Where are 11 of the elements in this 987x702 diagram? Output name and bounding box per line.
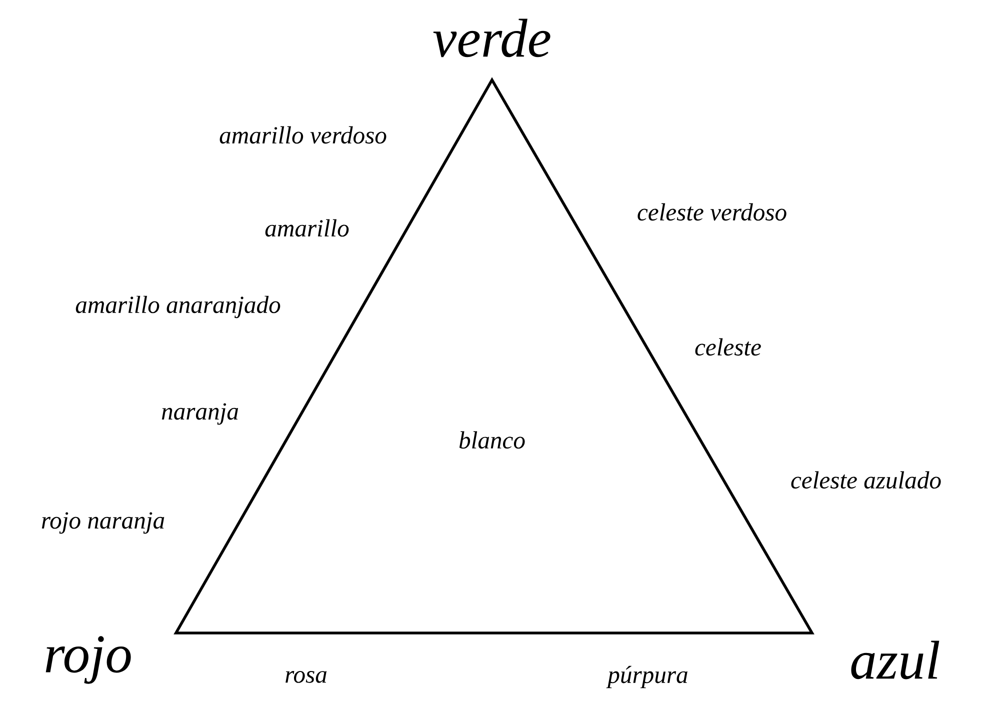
vertex-label: rojo — [46, 636, 131, 684]
side-label: celeste — [695, 338, 761, 356]
side-label: amarillo verdoso — [220, 126, 386, 144]
side-label: celeste verdoso — [638, 203, 786, 221]
vertex-label: azul — [851, 640, 940, 680]
side-label: púrpura — [606, 666, 688, 688]
side-label: amarillo anaranjado — [76, 296, 280, 318]
side-label: naranja — [162, 403, 238, 425]
side-label: celeste azulado — [791, 471, 941, 489]
side-label: amarillo — [265, 219, 349, 237]
side-label: rosa — [286, 671, 326, 683]
